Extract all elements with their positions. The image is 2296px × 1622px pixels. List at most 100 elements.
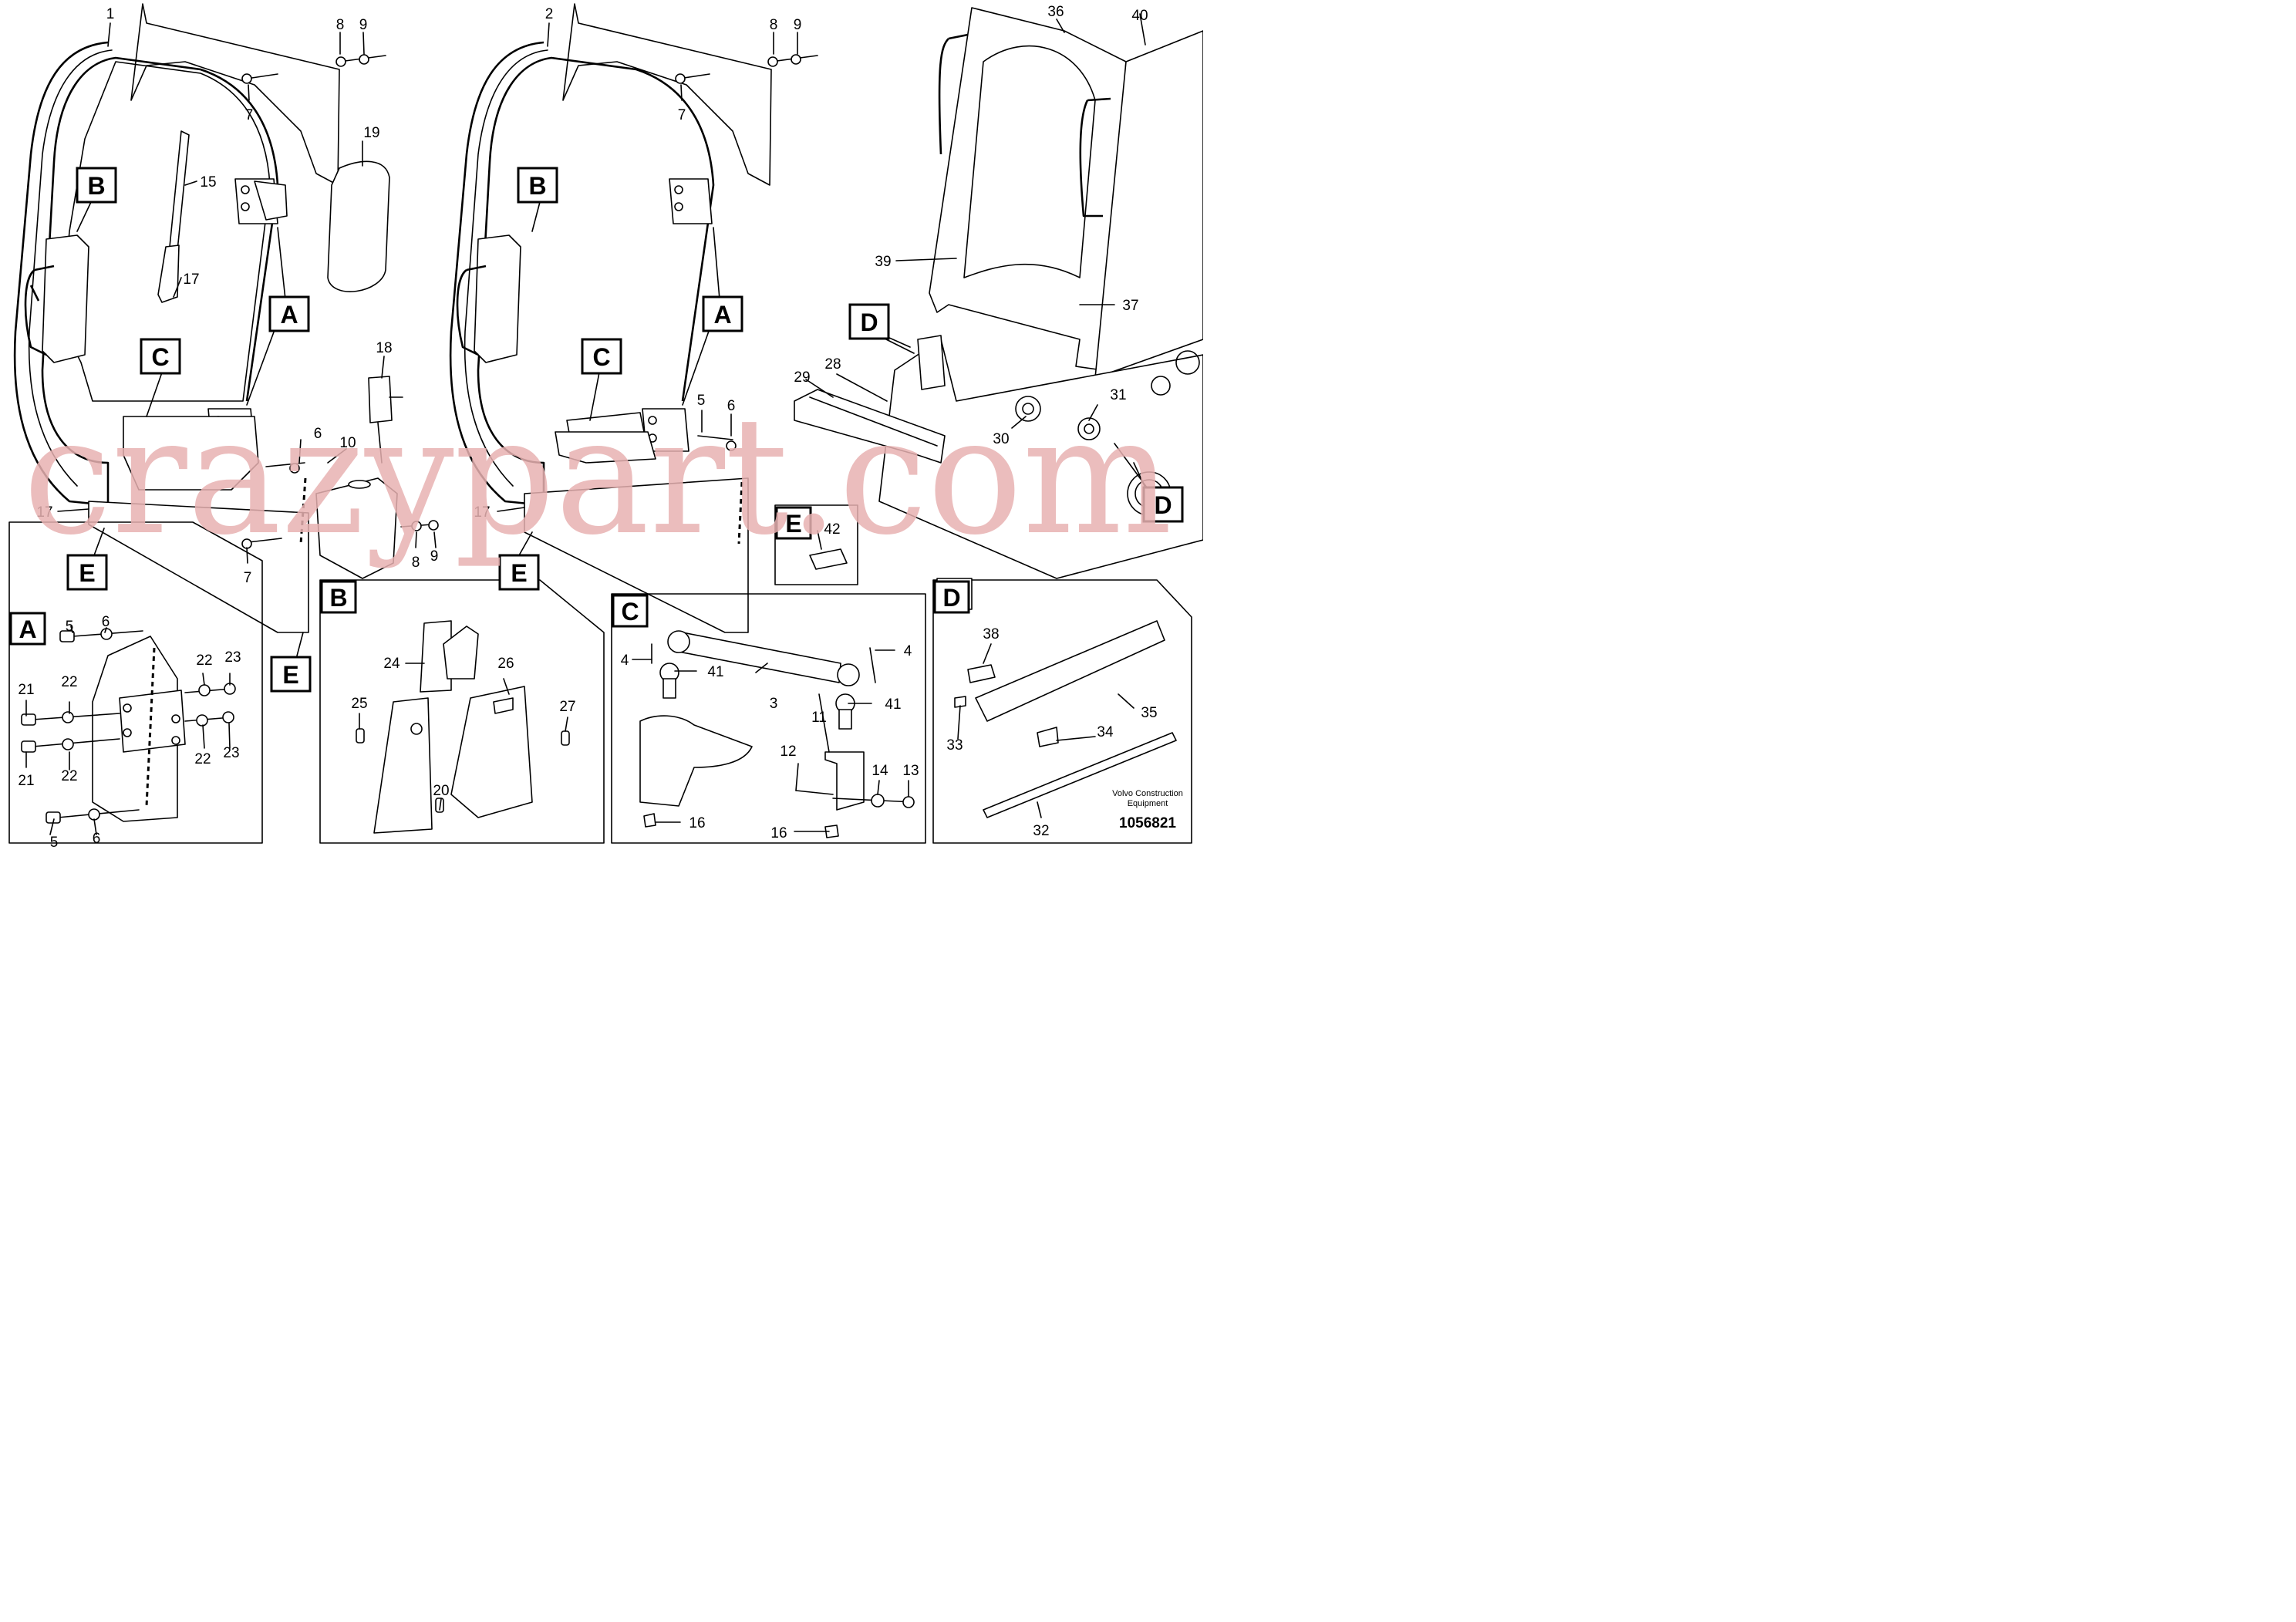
marker-e-lower: E <box>270 656 312 693</box>
callout-6-a-bottom: 6 <box>93 831 101 847</box>
callout-15: 15 <box>200 174 216 191</box>
mirror-cover <box>327 160 390 292</box>
callout-2: 2 <box>545 6 554 22</box>
door-glass <box>61 61 271 402</box>
svg-text:D: D <box>860 309 878 336</box>
title-block: Volvo Construction Equipment 1056821 <box>1112 789 1183 831</box>
callout-41-c-right: 41 <box>885 696 901 713</box>
upper-panel <box>130 3 340 186</box>
detail-a-title: A <box>9 612 46 646</box>
callout-23-a-1: 23 <box>224 649 241 666</box>
svg-text:E: E <box>785 510 801 538</box>
callout-37: 37 <box>1122 298 1138 314</box>
callout-17-center: 17 <box>474 504 490 521</box>
hinge-plate-a <box>119 690 186 753</box>
door-handle-housing-2 <box>474 234 521 363</box>
handle-cover-26 <box>450 686 533 818</box>
callout-3: 3 <box>770 696 778 712</box>
callout-38: 38 <box>983 626 999 642</box>
callout-12: 12 <box>780 744 796 760</box>
callout-25: 25 <box>351 696 367 712</box>
callout-5-center: 5 <box>697 393 706 409</box>
detail-e-title: E <box>775 506 812 540</box>
callout-14: 14 <box>872 763 888 779</box>
callout-10: 10 <box>339 435 356 451</box>
marker-c-left: C <box>140 338 181 375</box>
brand-line-1: Volvo Construction <box>1112 789 1183 798</box>
callout-40: 40 <box>1131 8 1148 24</box>
marker-b-left: B <box>76 167 117 204</box>
detail-d-title: D <box>933 580 970 614</box>
upper-hinge-2 <box>669 178 713 224</box>
detail-letter-markers: B B A A C C E E E D D A B C D E <box>9 167 1184 693</box>
grab-handles <box>938 33 1111 218</box>
marker-a-left: A <box>268 295 310 332</box>
door-handle <box>24 265 55 356</box>
bushing-30 <box>1015 396 1041 422</box>
door-assembly-left <box>13 3 439 633</box>
upper-panel-2 <box>562 3 772 186</box>
svg-text:E: E <box>282 661 298 689</box>
detail-c-title: C <box>612 594 649 628</box>
callout-6-center: 6 <box>727 398 736 414</box>
seal-32 <box>983 732 1177 818</box>
callout-31: 31 <box>1110 387 1126 403</box>
callout-41-c-left: 41 <box>707 664 723 680</box>
callout-9-left: 9 <box>359 17 368 33</box>
callout-6-a-top: 6 <box>102 614 110 630</box>
callout-4-c-right: 4 <box>904 643 912 659</box>
callout-7-lower: 7 <box>244 570 252 586</box>
part-callouts: 1 2 8 9 8 9 7 7 19 15 17 18 6 10 17 17 8… <box>18 4 1157 851</box>
callout-7-left-top: 7 <box>245 107 254 123</box>
exploded-view-drawing: B B A A C C E E E D D A B C D E 1 2 8 9 … <box>8 3 1204 851</box>
clip-38 <box>967 664 996 683</box>
svg-text:C: C <box>151 343 169 371</box>
parts-diagram-sheet: B B A A C C E E E D D A B C D E 1 2 8 9 … <box>0 0 1204 851</box>
door-seal-frame <box>13 41 279 507</box>
svg-text:A: A <box>713 301 731 329</box>
bracket-left <box>639 715 753 807</box>
callout-16-left: 16 <box>689 815 705 831</box>
marker-d-upper: D <box>848 303 890 340</box>
trim-35 <box>975 620 1165 722</box>
trim-strip-29 <box>794 389 946 464</box>
callout-5-a-top: 5 <box>66 619 74 635</box>
callout-42: 42 <box>824 521 840 538</box>
callout-35: 35 <box>1141 705 1157 721</box>
lock-plate <box>373 697 433 834</box>
marker-b-center: B <box>517 167 558 204</box>
clip-34 <box>1037 727 1059 747</box>
callout-13: 13 <box>902 763 919 779</box>
gas-strut-3 <box>678 632 841 683</box>
svg-text:B: B <box>329 584 347 612</box>
bottom-plate <box>123 416 259 491</box>
callout-1: 1 <box>106 6 115 22</box>
svg-text:D: D <box>1154 491 1172 519</box>
svg-text:C: C <box>592 343 610 371</box>
marker-c-center: C <box>581 338 622 375</box>
callout-36: 36 <box>1047 4 1064 20</box>
callout-8-left: 8 <box>336 17 345 33</box>
callout-28: 28 <box>824 356 841 373</box>
callout-4-c-left: 4 <box>621 653 629 669</box>
clip-33 <box>954 696 966 708</box>
callout-34: 34 <box>1097 724 1114 740</box>
seal-42 <box>809 548 848 570</box>
callout-22-a-4: 22 <box>61 768 77 784</box>
svg-text:A: A <box>19 615 36 643</box>
callout-22-a-2: 22 <box>61 674 77 690</box>
washer-reservoir <box>315 477 398 579</box>
callout-21-a-1: 21 <box>18 682 34 698</box>
callout-20: 20 <box>433 783 449 799</box>
marker-d-right: D <box>1142 486 1184 523</box>
svg-text:D: D <box>942 584 960 612</box>
door-handle-housing <box>42 234 89 363</box>
callout-22-a-3: 22 <box>194 751 211 767</box>
callout-19: 19 <box>363 125 379 141</box>
svg-text:A: A <box>280 301 298 329</box>
callout-5-a-bottom: 5 <box>50 835 59 850</box>
callout-6-left: 6 <box>314 426 322 442</box>
svg-text:C: C <box>621 598 639 626</box>
callout-17-upper: 17 <box>183 271 199 288</box>
svg-text:B: B <box>528 172 546 200</box>
